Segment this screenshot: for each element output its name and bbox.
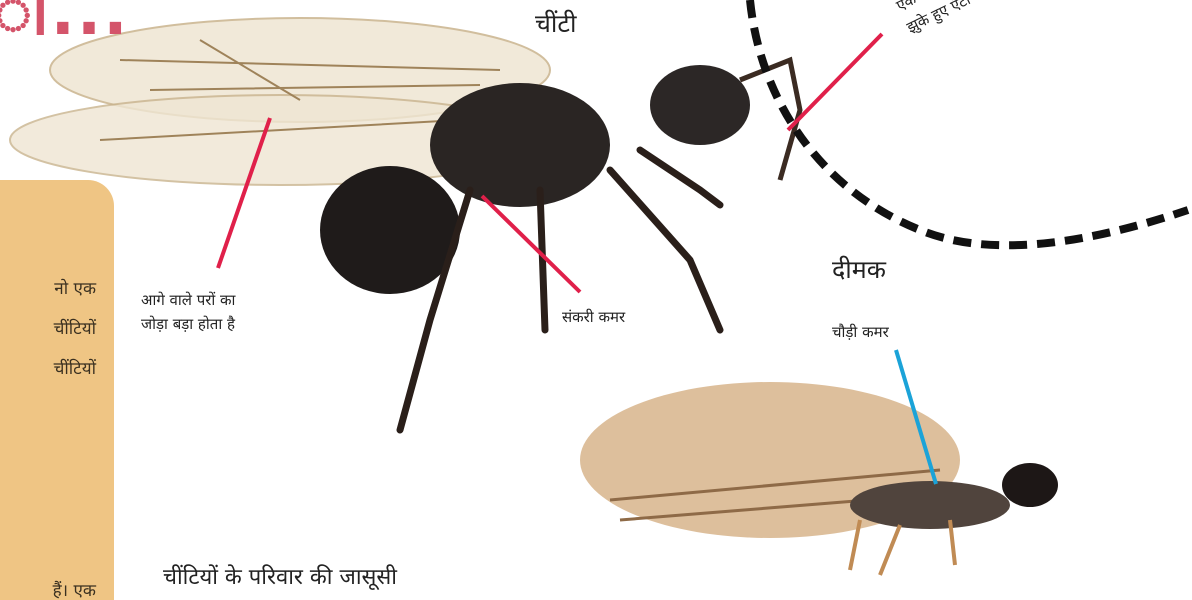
ant-trail-image (750, 0, 1188, 245)
narrow-waist-pointer-line (482, 196, 580, 292)
section-title: चींटियों के परिवार की जासूसी (163, 561, 397, 591)
termite-label: दीमक (832, 252, 886, 286)
wide-waist-label: चौड़ी कमर (832, 320, 889, 344)
termite-image (580, 382, 1058, 575)
page-title-fragment: ा... (0, 0, 130, 53)
forewings-label-line-1: आगे वाले परों का (141, 288, 235, 312)
narrow-waist-label: संकरी कमर (562, 305, 625, 329)
side-text-line-4: हैं। एक (53, 578, 96, 600)
bent-antenna-pointer-line (788, 34, 882, 130)
side-text-line-2: चींटियों (54, 316, 96, 339)
side-panel: नो एक चींटियों चींटियों हैं। एक (0, 180, 114, 600)
side-text-line-3: चींटियों (54, 356, 96, 379)
ant-label: चींटी (535, 6, 576, 40)
forewings-label-line-2: जोड़ा बड़ा होता है (141, 312, 235, 336)
forewings-label: आगे वाले परों का जोड़ा बड़ा होता है (141, 288, 235, 336)
winged-ant-image (10, 18, 800, 430)
side-text-line-1: नो एक (54, 276, 96, 299)
